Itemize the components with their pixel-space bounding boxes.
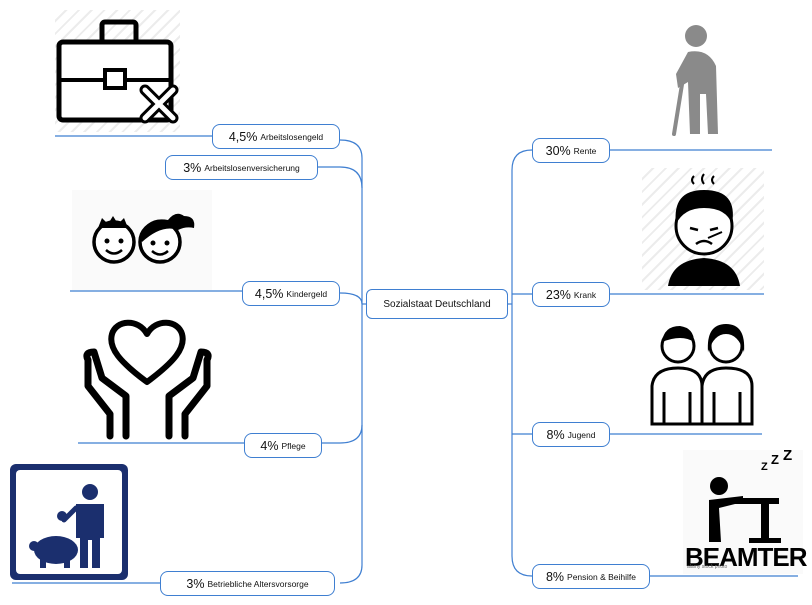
branch-percent: 4,5% — [228, 129, 258, 144]
stock-watermark: alamy stock photo — [687, 564, 728, 570]
piggy-bank-icon — [10, 464, 128, 580]
svg-text:Z: Z — [771, 452, 779, 467]
branch-percent: 3% — [183, 160, 202, 175]
branch-label: Arbeitslosenversicherung — [204, 162, 300, 173]
branch-label: Krank — [573, 289, 597, 300]
branch-label: Pflege — [281, 440, 306, 451]
branch-label: Pension & Beihilfe — [567, 571, 637, 582]
branch-label: Rente — [573, 145, 597, 156]
branch-percent: 30% — [545, 143, 571, 158]
branch-label: Arbeitslosengeld — [260, 131, 324, 142]
central-topic-label: Sozialstaat Deutschland — [383, 298, 491, 310]
branch-percent: 8% — [545, 569, 565, 584]
branch-percent: 23% — [545, 287, 571, 302]
branch-kindergeld[interactable]: 4,5%Kindergeld — [242, 281, 340, 306]
branch-krank[interactable]: 23%Krank — [532, 282, 610, 307]
branch-percent: 3% — [186, 576, 205, 591]
beamter-caption: BEAMTER — [685, 542, 808, 572]
central-topic[interactable]: Sozialstaat Deutschland — [366, 289, 508, 319]
briefcase-cross-icon — [55, 10, 180, 132]
svg-text:Z: Z — [783, 450, 792, 464]
branch-arbeitslosengeld[interactable]: 4,5%Arbeitslosengeld — [212, 124, 340, 149]
branch-label: Kindergeld — [286, 288, 328, 299]
elderly-person-icon — [650, 10, 760, 138]
children-faces-icon — [72, 190, 212, 290]
branch-jugend[interactable]: 8%Jugend — [532, 422, 610, 447]
sleeping-clerk-icon: Z Z Z BEAMTER alamy stock photo — [683, 447, 808, 574]
hands-heart-icon — [80, 312, 215, 440]
branch-percent: 8% — [546, 427, 565, 442]
branch-pension-beihilfe[interactable]: 8%Pension & Beihilfe — [532, 564, 650, 589]
branch-arbeitslosenversicherung[interactable]: 3%Arbeitslosenversicherung — [165, 155, 318, 180]
svg-text:Z: Z — [761, 461, 768, 473]
branch-percent: 4% — [260, 438, 279, 453]
branch-pflege[interactable]: 4%Pflege — [244, 433, 322, 458]
branch-betriebliche-altersvorsorge[interactable]: 3%Betriebliche Altersvorsorge — [160, 571, 335, 596]
sick-person-icon — [642, 168, 764, 290]
branch-rente[interactable]: 30%Rente — [532, 138, 610, 163]
branch-label: Betriebliche Altersvorsorge — [207, 578, 309, 589]
branch-percent: 4,5% — [254, 286, 284, 301]
branch-label: Jugend — [567, 429, 596, 440]
youth-pair-icon — [646, 312, 758, 428]
